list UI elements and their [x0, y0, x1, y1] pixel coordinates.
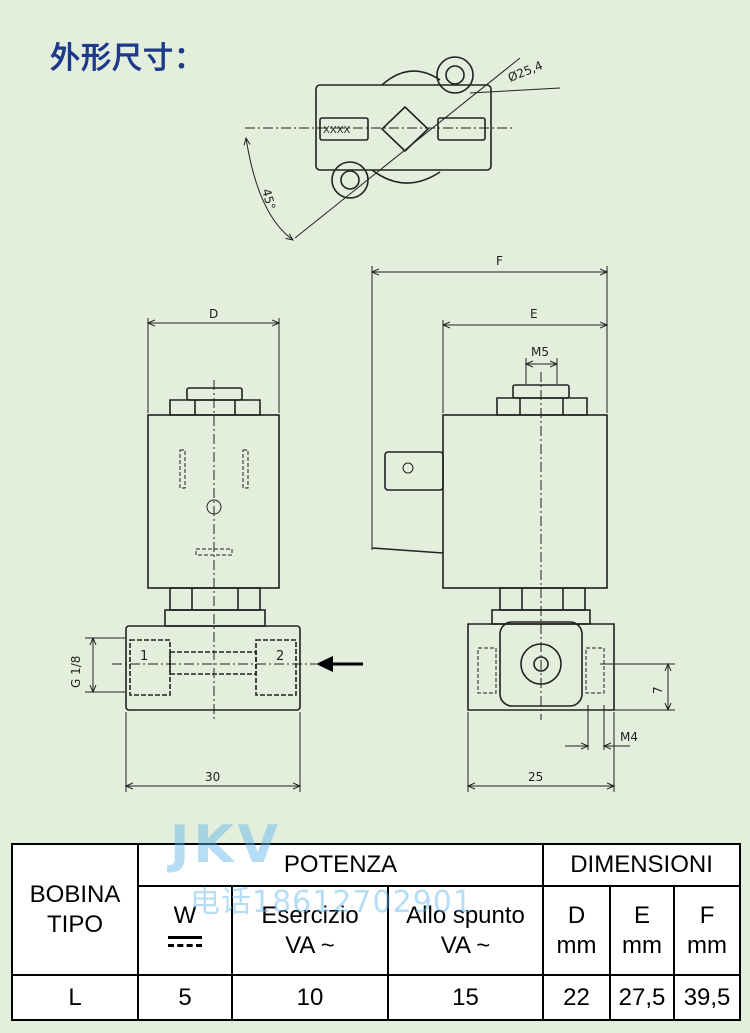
subheader-d-label: D	[567, 901, 586, 929]
subheader-w-label: W	[173, 901, 197, 929]
subheader-e-label: E	[634, 901, 651, 929]
subheader-esercizio: Esercizio VA ~	[231, 885, 389, 977]
label-xxxx: XXXX	[323, 125, 351, 136]
cell-esercizio: 10	[231, 974, 389, 1021]
dimension-diameter: Ø25,4	[506, 58, 545, 85]
subheader-w: W	[137, 885, 233, 977]
front-view	[85, 318, 316, 792]
subheader-f-unit: mm	[687, 931, 728, 959]
flow-arrow	[316, 656, 363, 672]
cell-f: 39,5	[673, 974, 742, 1021]
cell-e: 27,5	[609, 974, 676, 1021]
cell-w: 5	[137, 974, 233, 1021]
cell-spunto: 15	[386, 974, 545, 1021]
specification-table: BOBINA TIPO POTENZA DIMENSIONI W Eserciz…	[11, 842, 742, 1021]
subheader-spunto-unit: VA ~	[440, 931, 491, 959]
specification-table-wrapper: BOBINA TIPO POTENZA DIMENSIONI W Eserciz…	[11, 842, 742, 1021]
dimension-25: 25	[528, 770, 543, 784]
subheader-d-unit: mm	[556, 931, 597, 959]
page-title: 外形尺寸：	[50, 41, 205, 76]
subheader-esercizio-unit: VA ~	[285, 931, 335, 959]
header-dimensioni: DIMENSIONI	[542, 842, 742, 888]
dimension-f: F	[496, 254, 503, 268]
port-label-2: 2	[276, 649, 284, 664]
dimension-d: D	[209, 307, 218, 321]
top-view	[245, 56, 561, 240]
subheader-f-label: F	[699, 901, 715, 929]
cell-d: 22	[542, 974, 612, 1021]
header-tipo: TIPO	[46, 910, 103, 938]
subheader-spunto: Allo spunto VA ~	[386, 885, 545, 977]
dimension-g: G 1/8	[69, 656, 83, 688]
side-view	[372, 266, 675, 792]
subheader-spunto-label: Allo spunto	[406, 901, 525, 929]
dc-symbol-icon	[168, 935, 202, 953]
dimension-e: E	[530, 307, 538, 321]
header-bobina: BOBINA	[29, 880, 121, 908]
port-label-1: 1	[140, 649, 148, 664]
subheader-d: D mm	[542, 885, 612, 977]
subheader-esercizio-label: Esercizio	[261, 901, 359, 929]
cell-tipo: L	[11, 974, 139, 1021]
dimension-m5: M5	[531, 345, 549, 359]
dimension-m4: M4	[620, 730, 638, 744]
subheader-e-unit: mm	[622, 931, 663, 959]
header-bobina-tipo: BOBINA TIPO	[11, 842, 139, 977]
dimension-7: 7	[651, 686, 665, 694]
header-potenza: POTENZA	[136, 842, 545, 888]
technical-drawing: XXXX Ø25,4 45° D G 1/8 1	[69, 56, 675, 792]
subheader-f: F mm	[673, 885, 742, 977]
table-row: L 5 10 15 22 27,5 39,5	[11, 974, 742, 1021]
dimension-angle: 45°	[259, 187, 278, 211]
dimension-30: 30	[205, 770, 220, 784]
subheader-e: E mm	[609, 885, 676, 977]
